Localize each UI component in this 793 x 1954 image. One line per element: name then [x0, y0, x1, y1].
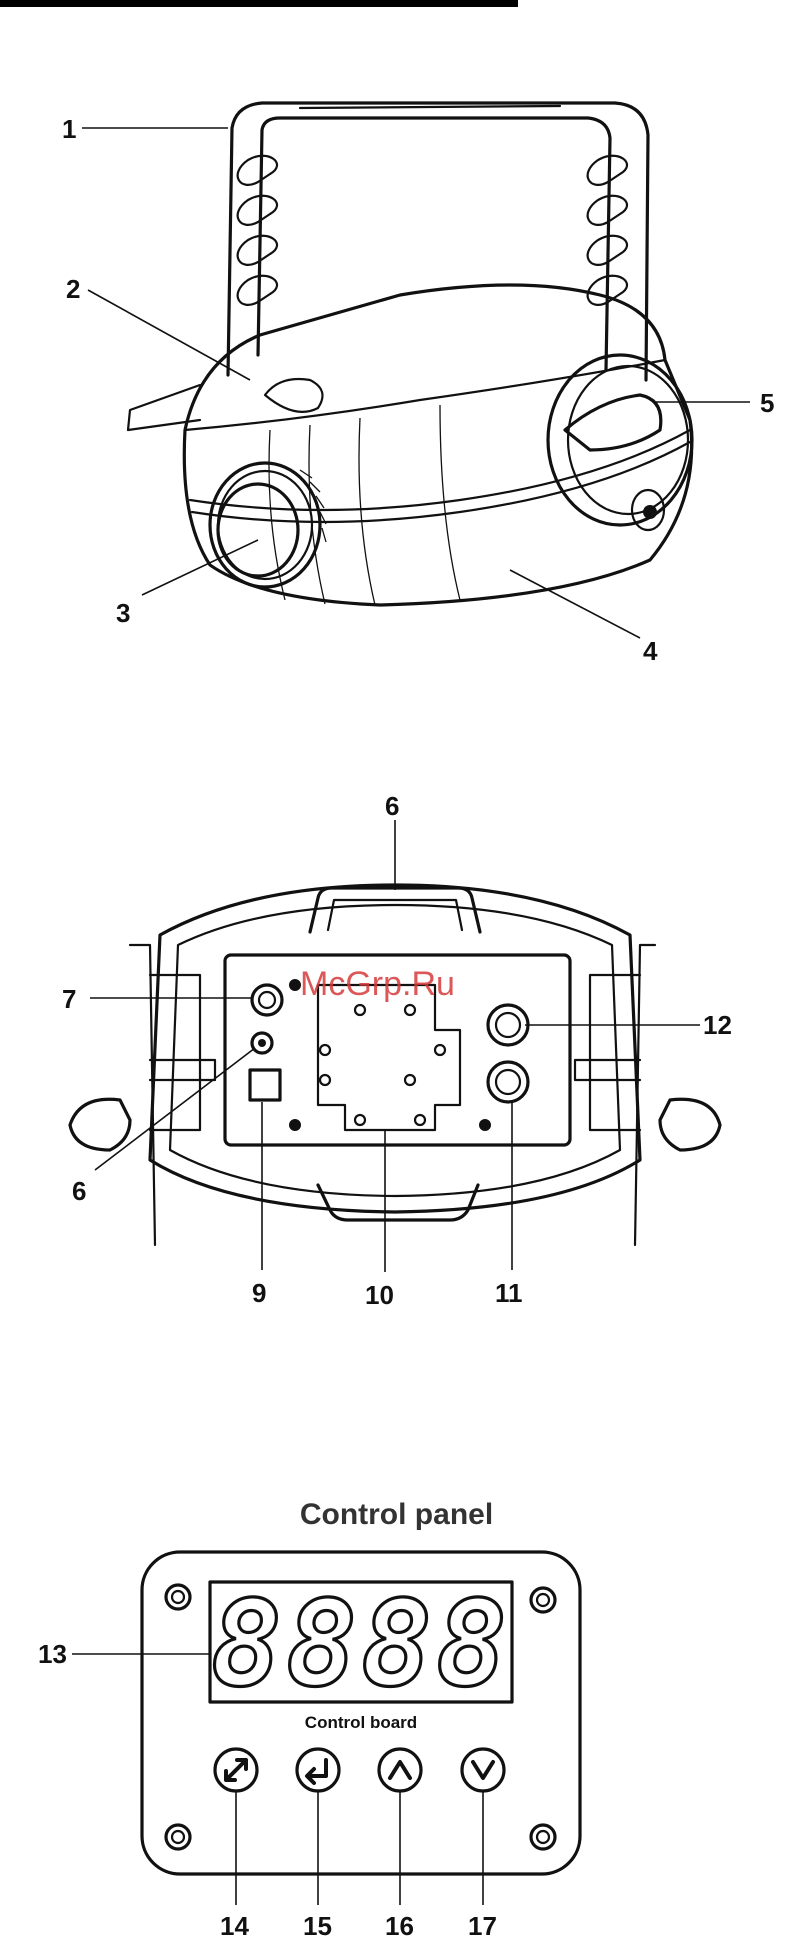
led-display: 8888 [211, 1575, 511, 1713]
yoke-bracket [228, 103, 648, 380]
rear-label-6-bottom: 6 [72, 1176, 86, 1206]
rear-label-11: 11 [495, 1278, 523, 1308]
rear-label-10: 10 [365, 1280, 394, 1310]
rear-label-12: 12 [703, 1010, 732, 1040]
panel-label-14: 14 [220, 1911, 249, 1941]
header-rule [0, 0, 518, 7]
down-button[interactable] [462, 1749, 504, 1791]
up-arrow-icon [390, 1762, 410, 1778]
enter-button-icon [307, 1760, 326, 1783]
panel-label-13: 13 [38, 1639, 67, 1669]
panel-label-17: 17 [468, 1911, 497, 1941]
mode-button-icon [226, 1760, 246, 1780]
fixture-label-5: 5 [760, 388, 774, 418]
fixture-label-4: 4 [643, 636, 658, 666]
rear-label-6-top: 6 [385, 791, 399, 821]
fixture-label-2: 2 [66, 274, 80, 304]
down-arrow-icon [473, 1762, 493, 1778]
side-knob [548, 355, 692, 530]
mode-button[interactable] [215, 1749, 257, 1791]
fixture-label-1: 1 [62, 114, 76, 144]
enter-button[interactable] [297, 1749, 339, 1791]
watermark-text: McGrp.Ru [300, 965, 455, 1003]
fixture-front-diagram: 1 2 3 4 5 [0, 60, 793, 700]
fixture-rear-diagram: McGrp.Ru 6 7 6 12 9 10 11 [0, 770, 793, 1330]
panel-label-15: 15 [303, 1911, 332, 1941]
control-panel-title: Control panel [0, 1498, 793, 1532]
rear-label-9: 9 [252, 1278, 266, 1308]
up-button[interactable] [379, 1749, 421, 1791]
rear-label-7: 7 [62, 984, 76, 1014]
panel-label-16: 16 [385, 1911, 414, 1941]
control-board-label: Control board [305, 1713, 417, 1732]
fixture-label-3: 3 [116, 598, 130, 628]
rear-housing [70, 885, 720, 1245]
lens [210, 463, 326, 587]
control-panel-diagram: 8888 Control board 13 14 15 16 17 [0, 1540, 793, 1954]
top-handle [310, 888, 480, 932]
